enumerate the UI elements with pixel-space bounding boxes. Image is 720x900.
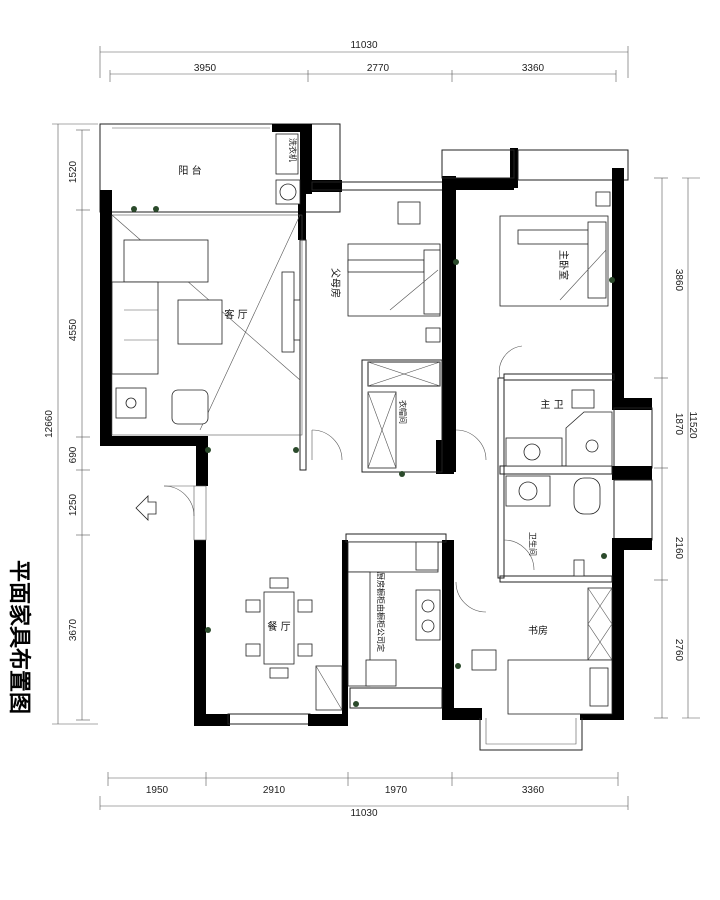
walls bbox=[99, 123, 653, 751]
bathroom: 卫生间 bbox=[503, 475, 601, 577]
left-dimension-5: 3670 bbox=[68, 618, 79, 641]
bathroom-label: 卫生间 bbox=[528, 532, 538, 556]
study-chair bbox=[471, 649, 497, 671]
bottom-total-dimension: 11030 bbox=[350, 808, 378, 819]
dining-room-label: 餐 厅 bbox=[267, 620, 290, 633]
kitchen-counter-left bbox=[347, 571, 371, 687]
bath-toilet bbox=[573, 477, 601, 515]
right-total-dimension: 11520 bbox=[687, 411, 698, 439]
stove bbox=[415, 589, 441, 641]
kitchen-note: 厨房橱柜由橱柜公司定 bbox=[376, 572, 386, 652]
top-dimension-3: 3360 bbox=[522, 63, 545, 74]
bottom-dimension-3: 1970 bbox=[385, 785, 408, 796]
sofa bbox=[111, 281, 159, 375]
washing-machine bbox=[275, 179, 301, 205]
master-bedroom-label: 主卧室 bbox=[557, 250, 570, 280]
left-dimension-1: 1520 bbox=[68, 160, 79, 183]
living-room-label: 客 厅 bbox=[224, 308, 247, 321]
drawing-title: 平面家具布置图 bbox=[6, 560, 32, 714]
entrance-door bbox=[135, 485, 195, 521]
armchair bbox=[171, 389, 209, 425]
left-dimension-2: 4550 bbox=[68, 318, 79, 341]
master-bath-label: 主 卫 bbox=[540, 399, 563, 411]
bottom-dimension-4: 3360 bbox=[522, 785, 545, 796]
sofa-back bbox=[123, 239, 209, 283]
left-dimensions: 1520 4550 690 1250 3670 12660 bbox=[44, 123, 98, 725]
master-bath: 主 卫 bbox=[505, 389, 613, 467]
left-total-dimension: 12660 bbox=[44, 410, 55, 438]
right-dimension-2: 1870 bbox=[673, 413, 684, 436]
master-bedroom: 主卧室 bbox=[499, 191, 611, 379]
dining-area: 餐 厅 bbox=[245, 577, 343, 711]
plants bbox=[131, 206, 615, 707]
kitchen-sink bbox=[365, 659, 397, 687]
living-room: 客 厅 bbox=[111, 214, 303, 436]
left-dimension-4: 1250 bbox=[68, 493, 79, 516]
tv-cabinet bbox=[281, 271, 295, 353]
parents-chair bbox=[397, 201, 421, 225]
bottom-dimension-2: 2910 bbox=[263, 785, 286, 796]
top-total-dimension: 11030 bbox=[350, 40, 378, 51]
parents-room-label: 父母房 bbox=[329, 268, 342, 298]
parents-room: 父母房 bbox=[311, 201, 441, 461]
right-dimension-1: 3860 bbox=[673, 269, 684, 292]
bottom-dimension-1: 1950 bbox=[146, 785, 169, 796]
study-label: 书房 bbox=[528, 624, 548, 637]
master-toilet bbox=[571, 389, 595, 409]
balcony-label: 阳 台 bbox=[178, 164, 201, 177]
walk-in-closet: 衣帽间 bbox=[367, 361, 487, 469]
right-dimension-4: 2760 bbox=[673, 639, 684, 662]
right-dimensions: 3860 1870 2160 2760 11520 bbox=[654, 177, 700, 719]
kitchen: 厨房橱柜由橱柜公司定 bbox=[347, 541, 443, 709]
bookshelf bbox=[587, 587, 613, 661]
top-dimensions: 11030 3950 2770 3360 bbox=[99, 40, 629, 82]
left-dimension-3: 690 bbox=[68, 446, 79, 463]
dining-table bbox=[263, 591, 295, 665]
coffee-table bbox=[177, 299, 223, 345]
top-dimension-1: 3950 bbox=[194, 63, 217, 74]
shower bbox=[565, 411, 613, 467]
closet-label: 衣帽间 bbox=[398, 400, 408, 424]
study-room: 书房 bbox=[455, 581, 613, 715]
laundry-label: 洗衣机 bbox=[288, 138, 298, 162]
top-dimension-2: 2770 bbox=[367, 63, 390, 74]
bottom-dimensions: 1950 2910 1970 3360 11030 bbox=[99, 772, 629, 819]
right-dimension-3: 2160 bbox=[673, 537, 684, 560]
